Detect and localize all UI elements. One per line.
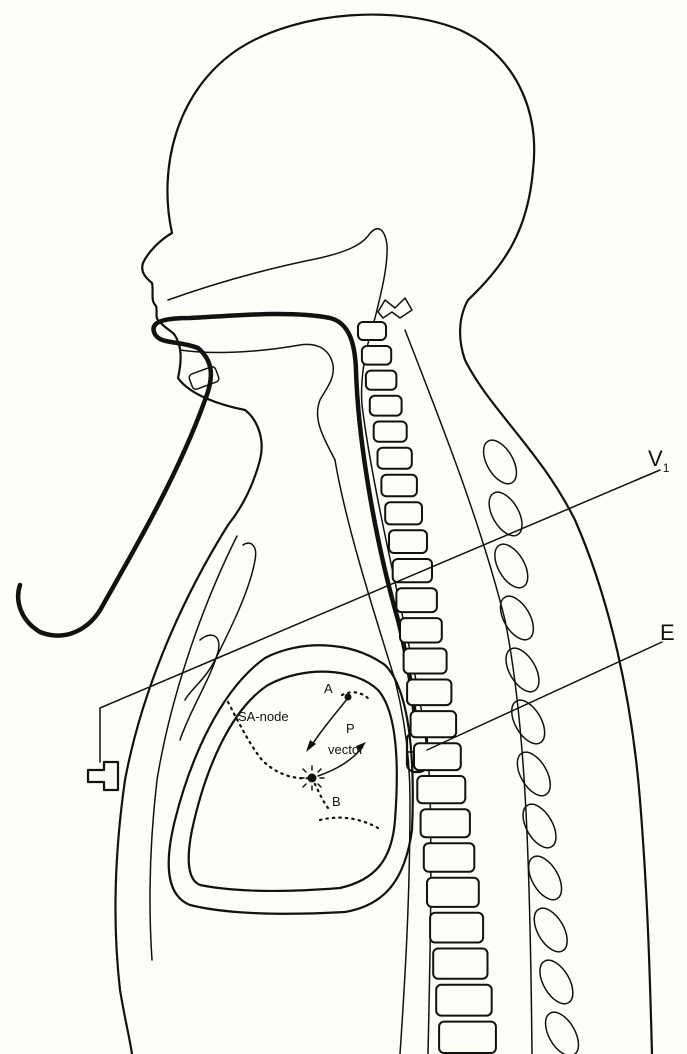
label-v1: V1 <box>648 446 670 475</box>
rib-section <box>516 799 563 854</box>
vertebra <box>436 985 492 1016</box>
sternum-band-2 <box>180 635 219 740</box>
vertebra <box>404 649 447 674</box>
vertebra <box>374 422 407 442</box>
vertebra <box>370 396 402 416</box>
rib-section <box>494 591 541 646</box>
vertebra <box>411 711 457 737</box>
vertebra <box>396 588 437 612</box>
p-vector-arrow <box>310 698 348 748</box>
b-path <box>320 818 378 828</box>
heart-outline <box>189 672 397 891</box>
esophageal-catheter <box>18 314 416 730</box>
vertebra <box>366 371 397 390</box>
vertebra <box>417 776 465 803</box>
vertebra <box>378 448 412 469</box>
vertebra <box>439 1022 496 1053</box>
vertebral-column <box>358 298 532 1054</box>
a-node-dot <box>345 694 352 701</box>
vertebra <box>381 475 417 497</box>
label-p: P <box>346 721 355 736</box>
jaw-neck-front <box>174 334 262 525</box>
label-a: A <box>324 681 333 696</box>
sa-node-dot <box>308 774 317 783</box>
rib-section <box>499 643 546 698</box>
vertebra <box>358 322 386 340</box>
label-e: E <box>660 620 675 645</box>
vertebra <box>400 618 442 642</box>
label-vector: vector <box>328 742 364 757</box>
vertebra <box>430 913 483 943</box>
rib-section <box>533 955 580 1010</box>
label-b: B <box>332 794 341 809</box>
vertebra <box>433 949 487 979</box>
rib-section <box>539 1007 586 1054</box>
vertebra <box>407 680 451 706</box>
label-sa-node: SA-node <box>238 709 289 724</box>
rib-section <box>511 747 558 802</box>
vertebra <box>414 743 461 770</box>
conduction-path-lower <box>312 778 328 808</box>
vertebra <box>424 843 475 872</box>
vertebra <box>421 809 470 837</box>
electrode-v1 <box>88 762 118 790</box>
bite-block <box>188 366 220 391</box>
vertebra <box>389 530 427 553</box>
vertebra <box>427 878 479 907</box>
rib-section <box>482 487 529 542</box>
anterior-chest-wall <box>115 525 228 1054</box>
vertebra <box>385 502 422 524</box>
rib-section <box>527 903 574 958</box>
vertebra <box>362 346 391 365</box>
anterior-chest-inner <box>150 536 237 960</box>
atlas-vertebra <box>378 298 412 318</box>
vertebra <box>393 559 432 582</box>
rib-section <box>477 435 524 490</box>
